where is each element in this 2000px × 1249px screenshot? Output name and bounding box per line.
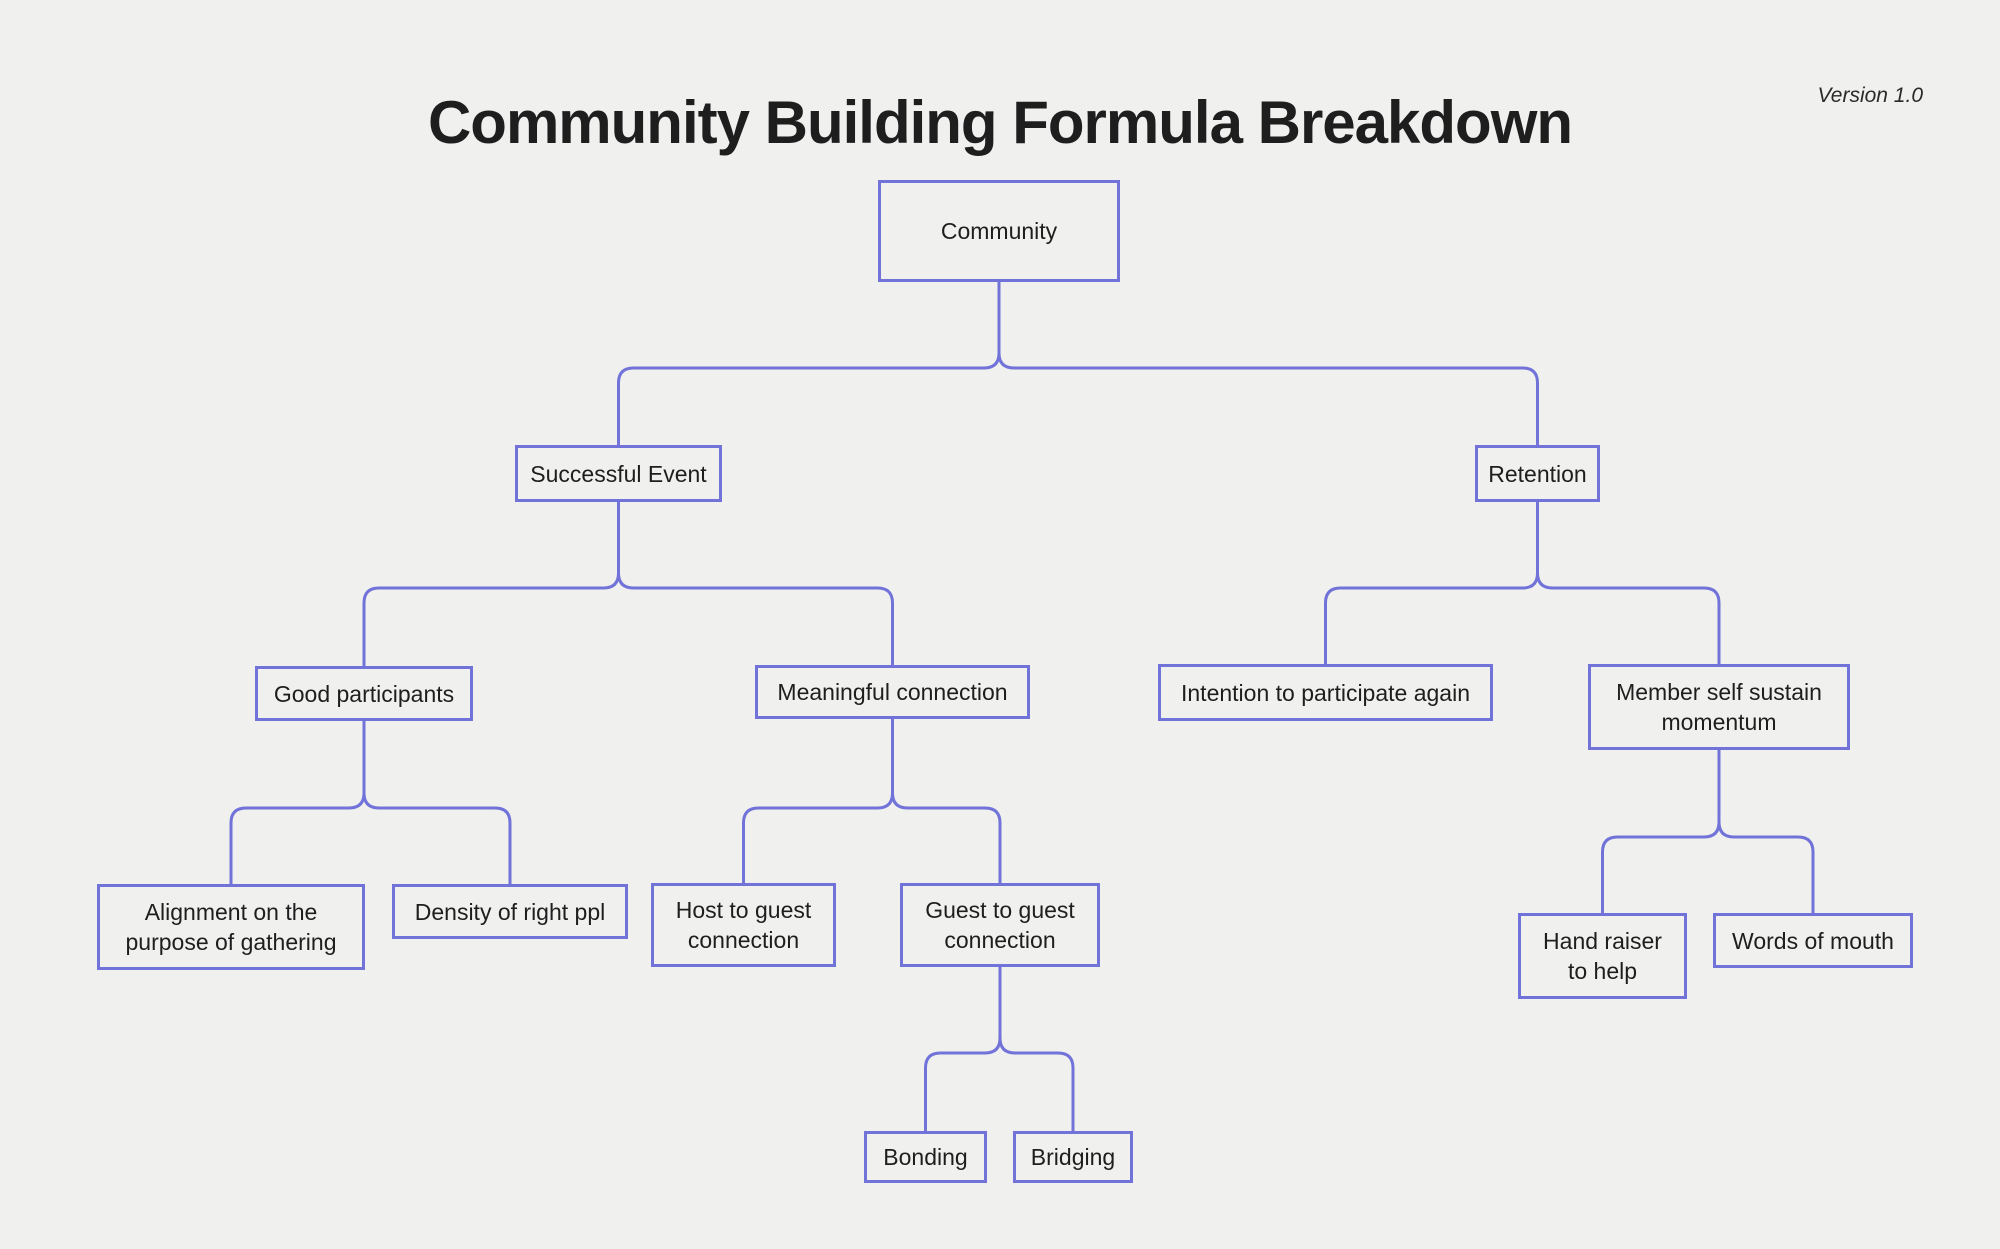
connector-good-participants-to-alignment xyxy=(229,721,366,884)
connector-guest-guest-to-bonding xyxy=(924,967,1002,1131)
node-bonding[interactable]: Bonding xyxy=(864,1131,987,1183)
connector-good-participants-to-density xyxy=(362,721,512,884)
connector-member-momentum-to-hand-raiser xyxy=(1601,750,1721,913)
connector-retention-to-member-momentum xyxy=(1536,502,1721,664)
node-hand-raiser[interactable]: Hand raiser to help xyxy=(1518,913,1687,999)
node-meaningful-connection[interactable]: Meaningful connection xyxy=(755,665,1030,719)
node-retention[interactable]: Retention xyxy=(1475,445,1600,502)
node-member-momentum[interactable]: Member self sustain momentum xyxy=(1588,664,1850,750)
version-label: Version 1.0 xyxy=(1817,84,1923,107)
connector-member-momentum-to-words-mouth xyxy=(1717,750,1815,913)
connector-guest-guest-to-bridging xyxy=(998,967,1075,1131)
node-host-guest[interactable]: Host to guest connection xyxy=(651,883,836,967)
connector-meaningful-connection-to-guest-guest xyxy=(891,719,1002,883)
connector-community-to-successful-event xyxy=(617,282,1001,445)
connector-retention-to-intention xyxy=(1324,502,1539,664)
node-successful-event[interactable]: Successful Event xyxy=(515,445,722,502)
node-bridging[interactable]: Bridging xyxy=(1013,1131,1133,1183)
connector-successful-event-to-meaningful-connection xyxy=(617,502,894,665)
node-alignment[interactable]: Alignment on the purpose of gathering xyxy=(97,884,365,970)
node-intention[interactable]: Intention to participate again xyxy=(1158,664,1493,721)
connector-meaningful-connection-to-host-guest xyxy=(742,719,894,883)
node-words-mouth[interactable]: Words of mouth xyxy=(1713,913,1913,968)
node-good-participants[interactable]: Good participants xyxy=(255,666,473,721)
connector-community-to-retention xyxy=(997,282,1539,445)
node-guest-guest[interactable]: Guest to guest connection xyxy=(900,883,1100,967)
page-title: Community Building Formula Breakdown xyxy=(427,89,1573,157)
node-community[interactable]: Community xyxy=(878,180,1120,282)
node-density[interactable]: Density of right ppl xyxy=(392,884,628,939)
connector-successful-event-to-good-participants xyxy=(362,502,620,666)
